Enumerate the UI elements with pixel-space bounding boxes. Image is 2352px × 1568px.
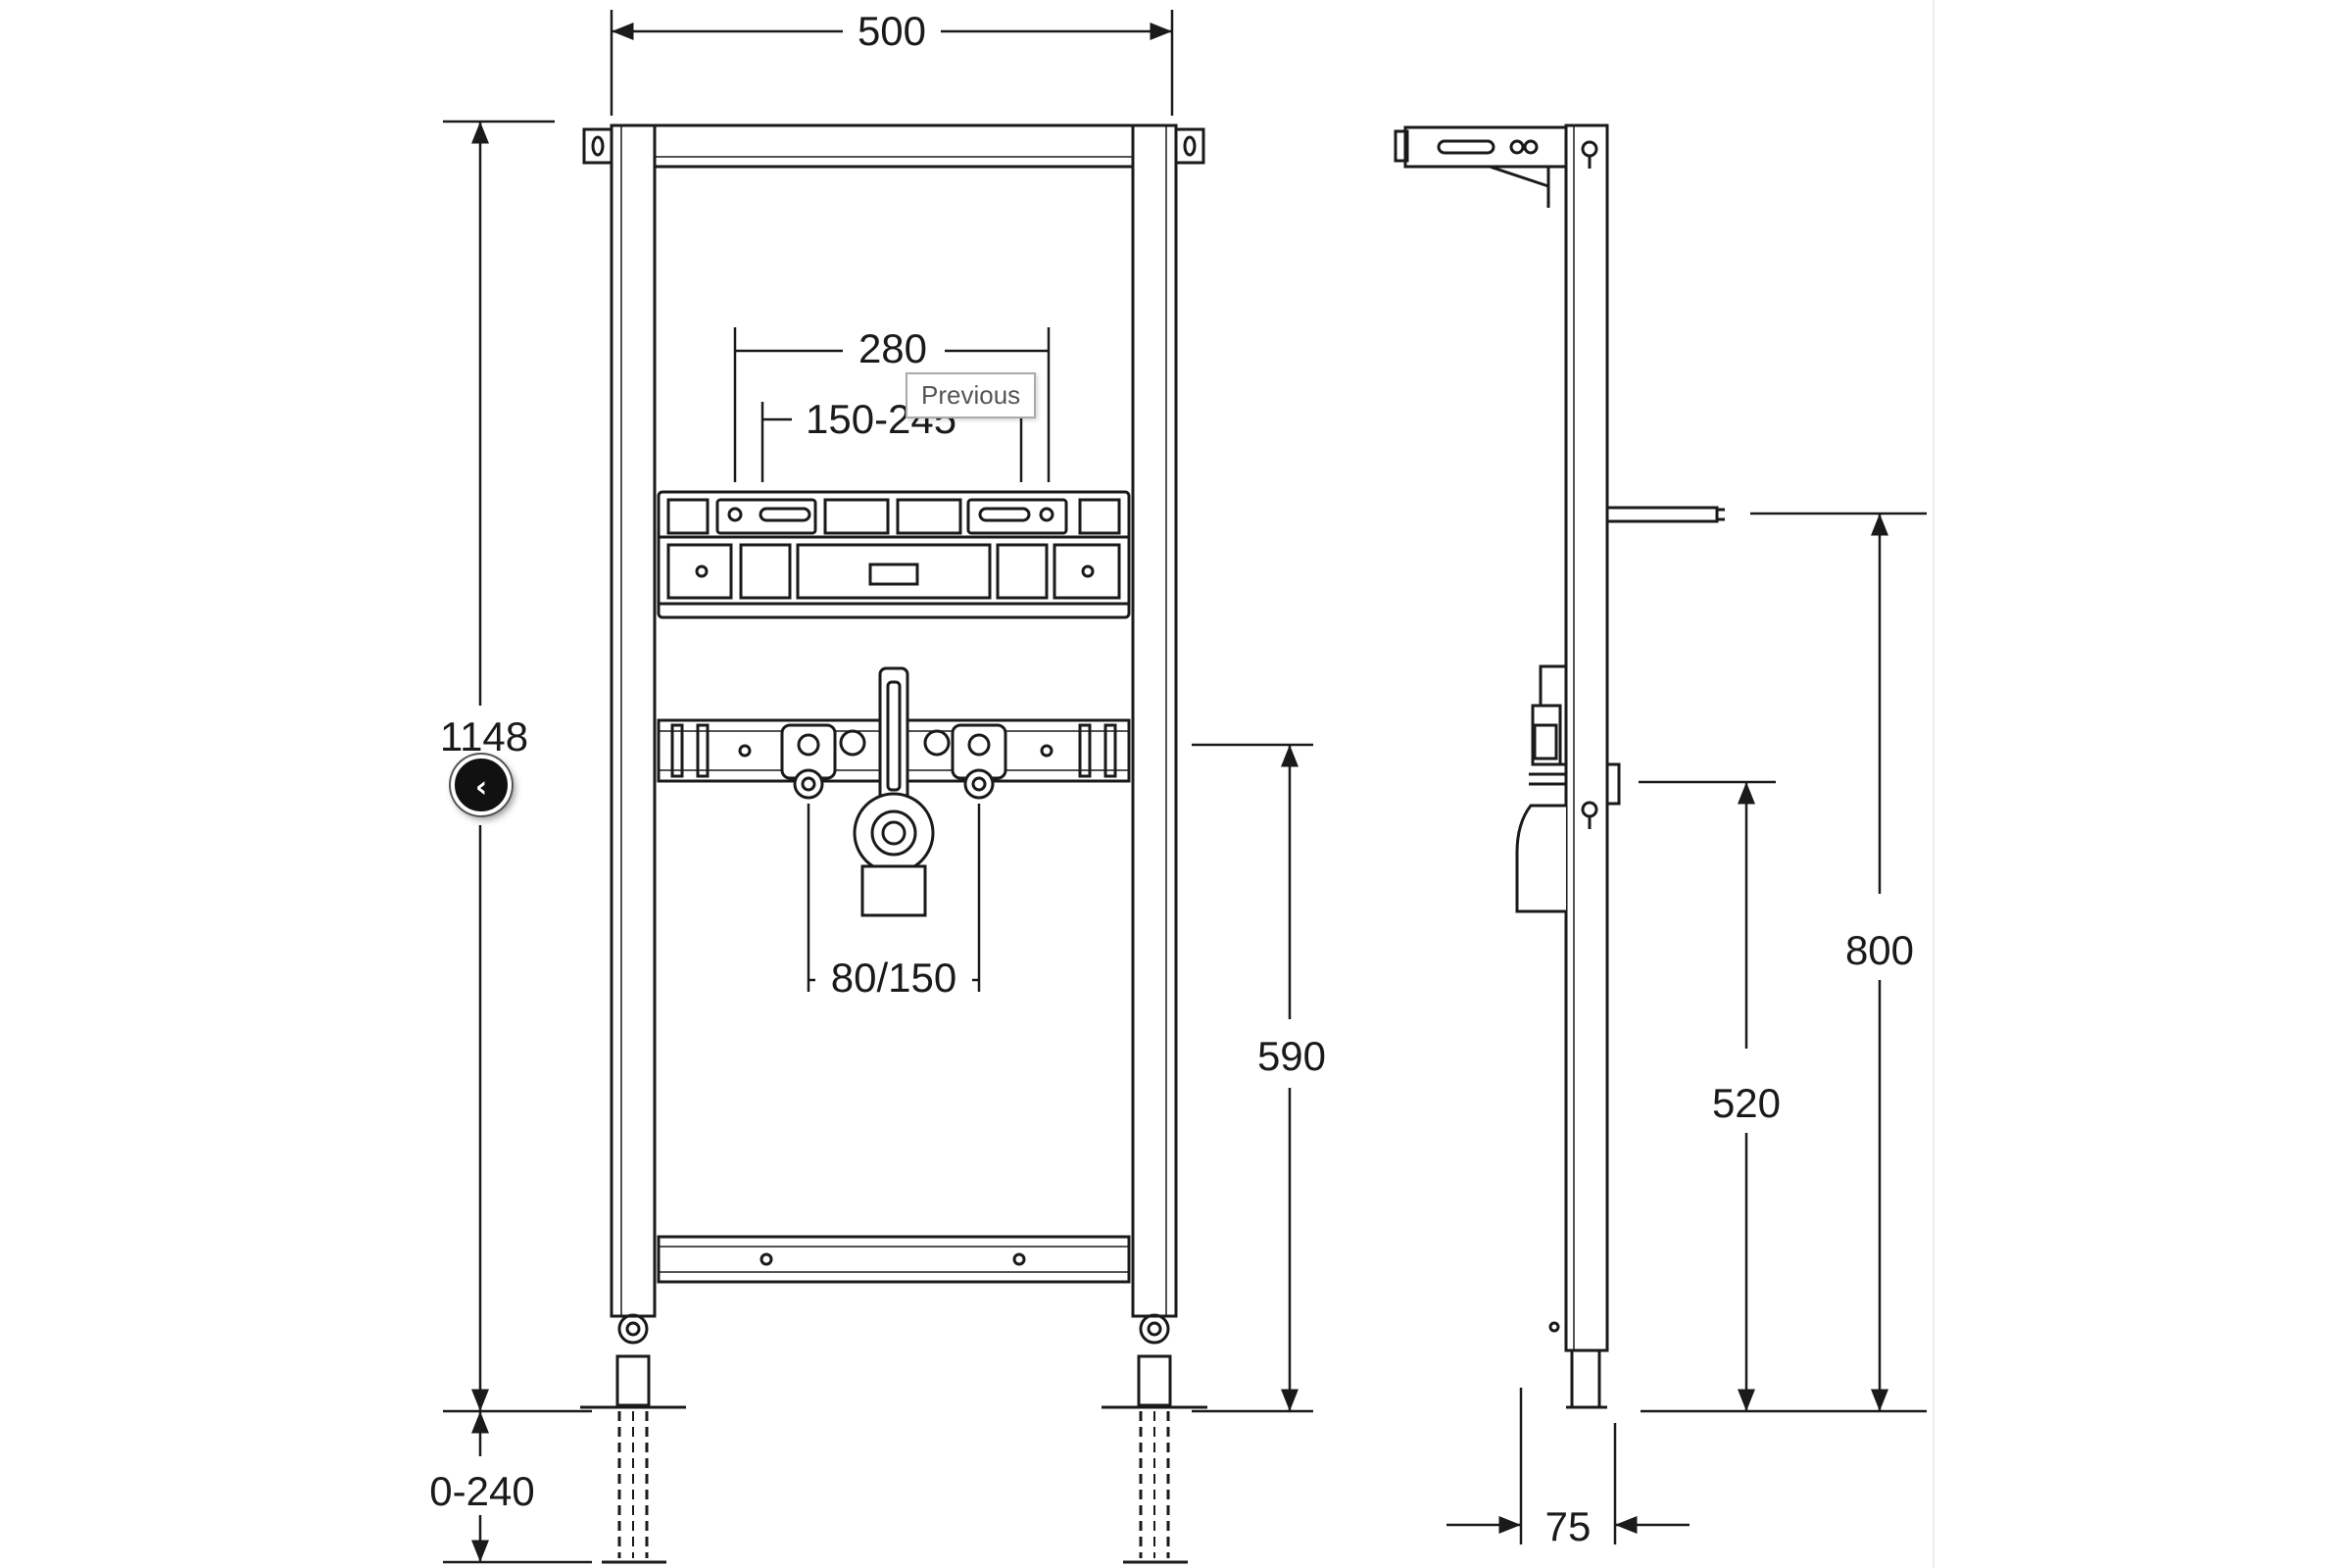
previous-button[interactable]: ‹	[451, 755, 512, 815]
viewer-side-panel	[1933, 0, 2352, 1568]
side-dimensions	[1446, 512, 1927, 1544]
side-view	[1394, 123, 1725, 1409]
dim-fitting-height: 590	[1257, 1033, 1326, 1079]
dim-side-outlet-height: 520	[1712, 1080, 1781, 1126]
dim-width-total: 500	[858, 8, 926, 54]
front-view	[580, 123, 1207, 1564]
front-dimensions	[443, 10, 1313, 1564]
dim-fitting-spacing: 80/150	[831, 955, 956, 1001]
dim-side-rod-height: 800	[1845, 927, 1914, 973]
dim-foot-extension: 0-240	[429, 1468, 534, 1514]
chevron-left-icon: ‹	[474, 770, 488, 805]
dim-side-depth: 75	[1545, 1503, 1592, 1549]
dim-bracket-spacing: 280	[858, 325, 927, 371]
previous-tooltip: Previous	[906, 372, 1037, 418]
dim-height-total: 1148	[440, 713, 528, 760]
